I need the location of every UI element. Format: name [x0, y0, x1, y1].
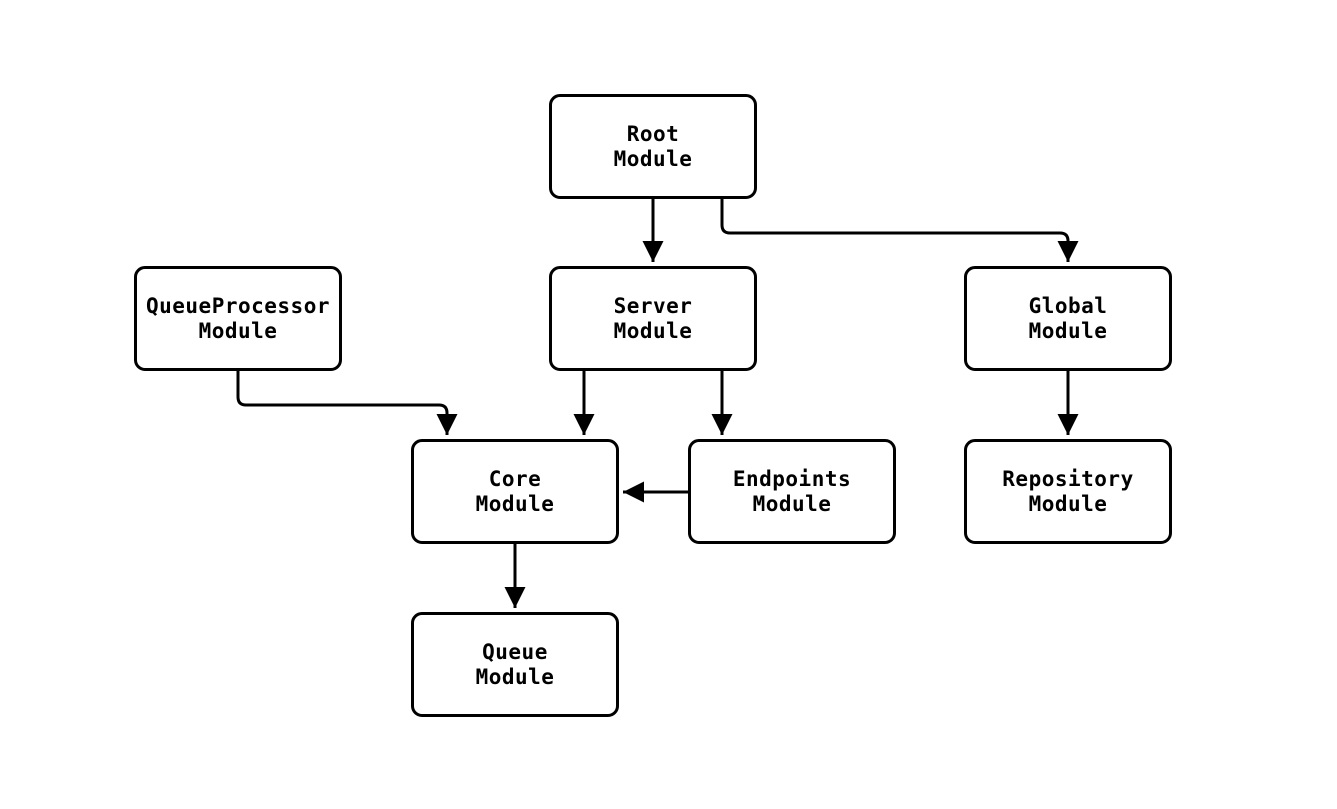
node-root-module: Root Module: [549, 94, 757, 199]
node-global-module-label: Global Module: [1028, 294, 1108, 343]
node-server-module: Server Module: [549, 266, 757, 371]
node-endpoints-module-label: Endpoints Module: [732, 467, 852, 516]
node-queue-module-label: Queue Module: [475, 640, 555, 689]
node-repository-module-label: Repository Module: [1002, 467, 1134, 516]
node-queue-module: Queue Module: [411, 612, 619, 717]
node-server-module-label: Server Module: [613, 294, 693, 343]
edge-queueprocessor-to-core: [236, 371, 458, 435]
node-core-module: Core Module: [411, 439, 619, 544]
node-root-module-label: Root Module: [613, 122, 693, 171]
node-core-module-label: Core Module: [475, 467, 555, 516]
node-global-module: Global Module: [964, 266, 1172, 371]
edge-root-to-global: [720, 199, 1079, 262]
node-queueprocessor-module: QueueProcessor Module: [134, 266, 342, 371]
node-endpoints-module: Endpoints Module: [688, 439, 896, 544]
node-repository-module: Repository Module: [964, 439, 1172, 544]
node-queueprocessor-module-label: QueueProcessor Module: [145, 294, 330, 343]
